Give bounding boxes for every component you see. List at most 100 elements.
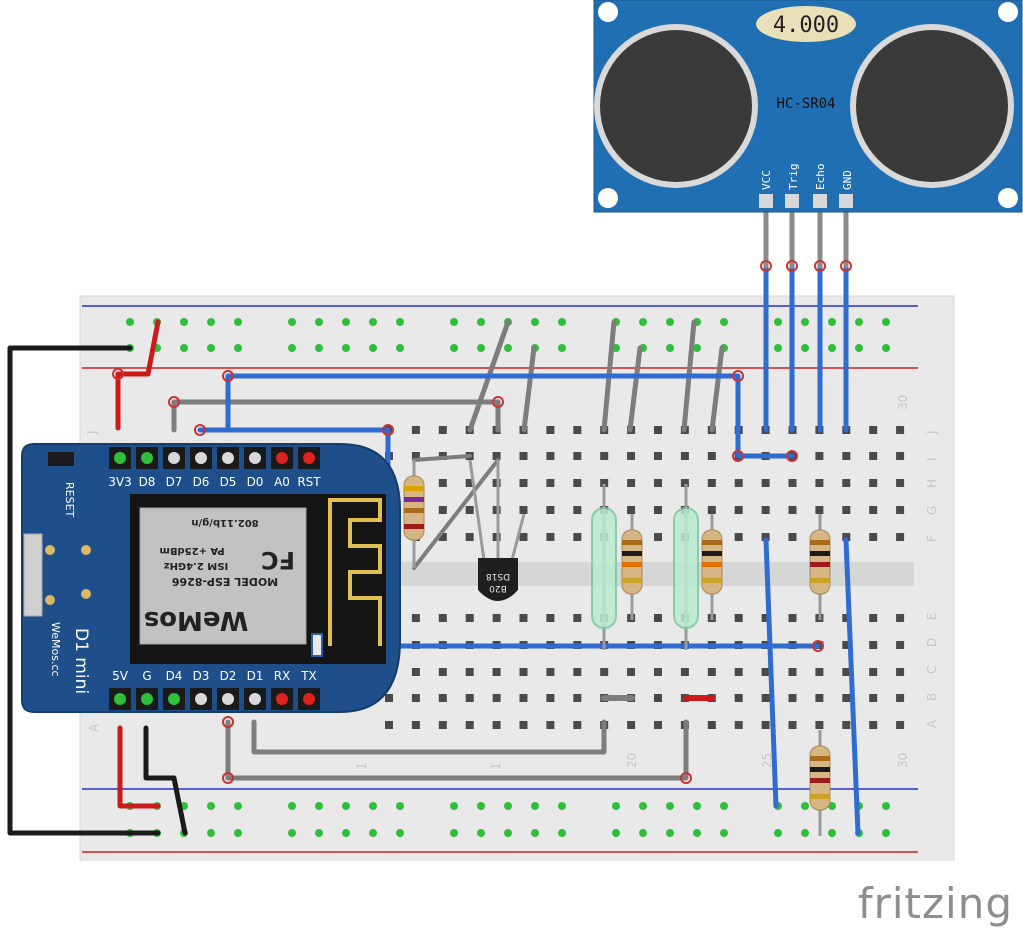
breadboard-hole <box>761 668 770 676</box>
header-pin-pad <box>195 693 207 705</box>
breadboard-hole <box>896 694 905 702</box>
breadboard-hole <box>546 479 555 487</box>
pin-label-3v3: 3V3 <box>108 475 131 489</box>
breadboard-hole <box>654 506 662 514</box>
module-pa: PA +25dBm <box>159 545 224 556</box>
breadboard-hole <box>815 694 824 702</box>
sensor-pin-vcc: VCC <box>760 170 773 190</box>
breadboard-hole <box>558 802 566 810</box>
breadboard-hole <box>882 802 890 810</box>
ds18b20-sensor: DS18 B20 <box>468 459 526 601</box>
wire-grey-2 <box>521 345 537 433</box>
breadboard-hole <box>869 506 878 514</box>
breadboard-hole <box>801 829 809 837</box>
breadboard-hole <box>788 533 797 541</box>
breadboard-hole <box>896 452 905 460</box>
breadboard-hole <box>693 802 701 810</box>
breadboard-hole <box>342 318 350 326</box>
breadboard-hole <box>396 318 404 326</box>
breadboard-hole <box>788 479 797 487</box>
breadboard-hole <box>627 479 636 487</box>
breadboard-hole <box>411 668 420 676</box>
breadboard-hole <box>882 829 890 837</box>
breadboard-hole <box>288 318 296 326</box>
row-letter-b-right: B <box>925 693 939 701</box>
breadboard-hole <box>774 829 782 837</box>
header-pin-pad <box>249 452 261 464</box>
breadboard-hole <box>465 668 474 676</box>
breadboard-hole <box>855 318 863 326</box>
breadboard-hole <box>788 668 797 676</box>
pin-label-d2: D2 <box>220 669 237 683</box>
breadboard-hole <box>519 694 528 702</box>
wire-grey-5 <box>627 345 643 433</box>
header-pin-pad <box>303 452 315 464</box>
breadboard-hole <box>869 614 878 622</box>
breadboard-hole <box>288 802 296 810</box>
resistor-3 <box>701 514 723 620</box>
pin-label-g: G <box>142 669 151 683</box>
header-pin-pad <box>195 452 207 464</box>
breadboard-hole <box>315 318 323 326</box>
breadboard-hole <box>438 721 447 729</box>
breadboard-hole <box>788 721 797 729</box>
breadboard-hole <box>573 533 582 541</box>
sensor-pin-gnd: GND <box>841 170 854 190</box>
breadboard-hole <box>465 506 474 514</box>
col-number-1-b: 1 <box>489 762 503 770</box>
breadboard-hole <box>573 479 582 487</box>
pin-label-5v: 5V <box>112 669 129 683</box>
pin-label-a0: A0 <box>274 475 290 489</box>
breadboard-hole <box>369 829 377 837</box>
header-pin-pad <box>114 693 126 705</box>
breadboard-hole <box>438 694 447 702</box>
wire-grey-7 <box>709 345 725 433</box>
breadboard-hole <box>869 426 878 434</box>
breadboard-hole <box>207 829 215 837</box>
breadboard-hole <box>896 533 905 541</box>
breadboard-hole <box>558 829 566 837</box>
breadboard-hole <box>612 802 620 810</box>
breadboard-hole <box>882 318 890 326</box>
col-number-1-a: 1 <box>355 762 369 770</box>
breadboard-hole <box>207 802 215 810</box>
breadboard-hole <box>761 694 770 702</box>
breadboard-hole <box>869 533 878 541</box>
wire-black-g <box>143 725 188 836</box>
breadboard-hole <box>639 829 647 837</box>
breadboard-hole <box>207 344 215 352</box>
breadboard-hole <box>761 479 770 487</box>
breadboard-hole <box>573 506 582 514</box>
breadboard-hole <box>558 318 566 326</box>
sensor-model: HC-SR04 <box>776 96 835 112</box>
header-pin-pad <box>303 693 315 705</box>
pin-label-d0: D0 <box>247 475 264 489</box>
breadboard-hole <box>680 452 689 460</box>
breadboard-hole <box>342 344 350 352</box>
breadboard-hole <box>234 344 242 352</box>
breadboard-hole <box>477 344 485 352</box>
sensor-display: 4.000 <box>773 13 839 38</box>
breadboard-hole <box>654 426 662 434</box>
module-wifi: 802.11b/g/n <box>191 517 258 528</box>
breadboard-hole <box>546 694 555 702</box>
breadboard-hole <box>815 479 824 487</box>
breadboard-hole <box>680 668 689 676</box>
breadboard-hole <box>815 721 824 729</box>
board-headers <box>109 447 320 710</box>
header-pin-pad <box>249 693 261 705</box>
breadboard-hole <box>666 802 674 810</box>
breadboard-hole <box>801 318 809 326</box>
breadboard-hole <box>666 344 674 352</box>
pin-label-d6: D6 <box>193 475 210 489</box>
module-model: MODEL ESP-8266 <box>172 575 279 588</box>
breadboard-hole <box>504 344 512 352</box>
breadboard-hole <box>693 829 701 837</box>
breadboard-hole <box>465 533 474 541</box>
col-number-20: 20 <box>625 753 639 768</box>
breadboard-hole <box>842 721 851 729</box>
breadboard-hole <box>734 721 743 729</box>
breadboard-hole <box>842 479 851 487</box>
breadboard-hole <box>654 479 662 487</box>
header-pin-pad <box>141 452 153 464</box>
